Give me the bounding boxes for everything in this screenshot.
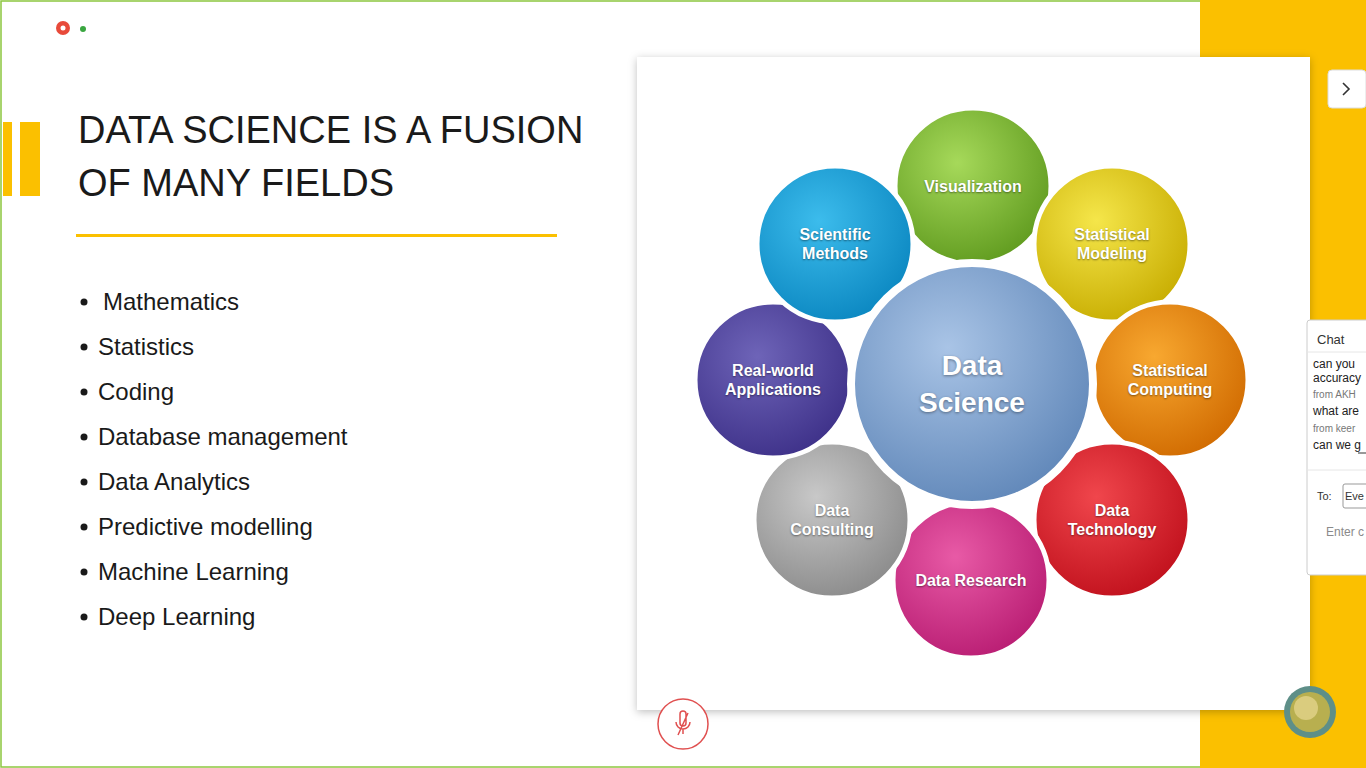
chat-panel: [1307, 320, 1366, 575]
title-underline: [76, 234, 557, 237]
status-dot: [80, 26, 86, 32]
image-panel: [637, 57, 1310, 710]
field-label: Statistical Computing: [1111, 361, 1230, 399]
circle-content: Statistical Computing: [1088, 298, 1252, 462]
bullet-item: Statistics: [98, 333, 194, 361]
field-circle: Statistical Computing: [1088, 298, 1252, 462]
bullet-dot: [80, 388, 90, 398]
core-circle: Data Science: [847, 259, 1097, 509]
field-label: Data Technology: [1053, 501, 1172, 539]
slide-title: DATA SCIENCE IS A FUSION OF MANY FIELDS: [78, 104, 618, 210]
circle-shape: [847, 259, 1097, 509]
chat-sender: from AKH: [1313, 388, 1356, 401]
avatar-circle: [1284, 686, 1336, 738]
chat-header: Chat: [1317, 332, 1344, 348]
circle-content: Visualization: [891, 104, 1055, 268]
chat-message: accuracy: [1313, 371, 1361, 386]
field-label: Visualization: [924, 177, 1022, 196]
field-circle: Data Research: [889, 498, 1053, 662]
bullet-item: Data Analytics: [98, 468, 250, 496]
bullet-dot: [80, 613, 90, 623]
chat-sender: from keer: [1313, 422, 1355, 435]
field-label: Scientific Methods: [776, 225, 895, 263]
chat-message: can you: [1313, 357, 1355, 372]
bullet-dot: [80, 568, 90, 578]
accent-bar: [20, 122, 40, 196]
bullet-dot: [80, 298, 90, 308]
core-label: Data Science: [903, 347, 1041, 421]
bullet-item: Coding: [98, 378, 174, 406]
field-label: Statistical Modeling: [1053, 225, 1172, 263]
chat-recipient: Eve: [1345, 489, 1364, 503]
record-dot: [56, 21, 70, 35]
circle-shape: [1088, 298, 1252, 462]
bullet-dot: [80, 523, 90, 533]
recipient-box: [1343, 484, 1366, 508]
expand-button: [1328, 70, 1366, 108]
chat-to-label: To:: [1317, 489, 1332, 503]
mic-off-icon: [676, 711, 690, 735]
chat-input-placeholder: Enter c: [1326, 525, 1364, 540]
bullet-item: Database management: [98, 423, 348, 451]
field-label: Data Research: [915, 571, 1026, 590]
field-label: Real-world Applications: [714, 361, 833, 399]
circle-content: Data Research: [889, 498, 1053, 662]
bullet-dot: [80, 343, 90, 353]
chat-message: what are: [1313, 404, 1359, 419]
circle-content: Data Science: [847, 259, 1097, 509]
chevron-icon: [1343, 83, 1349, 95]
bullet-item: Deep Learning: [98, 603, 255, 631]
bullet-item: Mathematics: [103, 288, 239, 316]
accent-bar: [3, 122, 12, 196]
field-circle: Visualization: [891, 104, 1055, 268]
bullet-dot: [80, 433, 90, 443]
chat-message: can we g: [1313, 438, 1361, 453]
field-label: Data Consulting: [773, 501, 892, 539]
bullet-item: Predictive modelling: [98, 513, 313, 541]
mute-button: [658, 699, 708, 749]
bullet-item: Machine Learning: [98, 558, 289, 586]
bullet-dot: [80, 478, 90, 488]
